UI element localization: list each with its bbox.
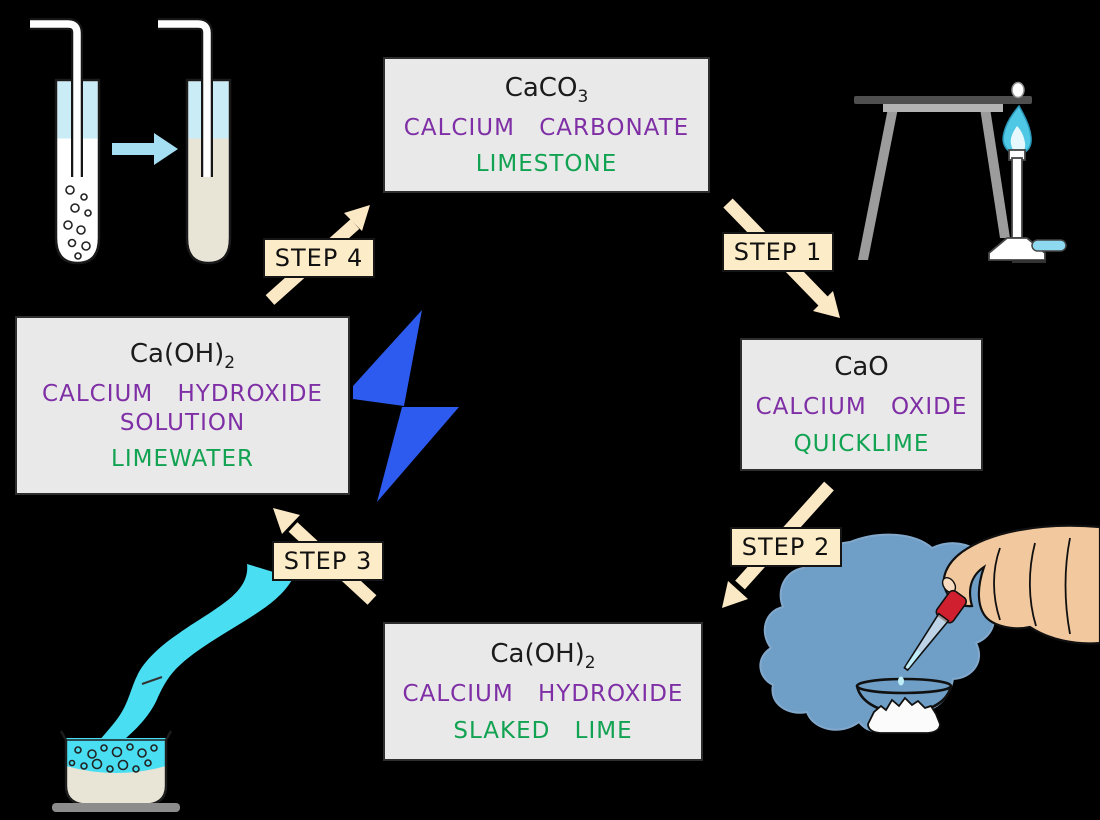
- formula: Ca(OH)2: [129, 338, 236, 373]
- common-name: LIMESTONE: [475, 151, 618, 178]
- bubbles: [68, 743, 158, 773]
- formula: Ca(OH)2: [490, 639, 596, 674]
- calcium-hydroxide-solution-box: Ca(OH)2 CALCIUM HYDROXIDE SOLUTION LIMEW…: [15, 316, 350, 495]
- dropper-icon: [903, 589, 967, 672]
- common-name: QUICKLIME: [793, 430, 930, 457]
- becomes-arrow-icon: [112, 133, 178, 165]
- chemical-name: CALCIUM HYDROXIDE SOLUTION: [42, 380, 323, 436]
- lightning-bolt-icon: [353, 310, 459, 502]
- formula: CaCO3: [504, 72, 589, 107]
- chemical-name: CALCIUM CARBONATE: [403, 114, 690, 141]
- step-3-label: STEP 3: [272, 541, 384, 581]
- formula: CaO: [834, 352, 889, 383]
- table-leg: [980, 108, 1010, 238]
- common-name: SLAKED LIME: [453, 717, 633, 744]
- bubbles: [63, 185, 92, 260]
- pouring-water-illustration: [52, 564, 293, 812]
- step-2-label: STEP 2: [730, 527, 842, 567]
- table-top: [854, 96, 1032, 104]
- table-leg: [858, 108, 898, 260]
- bunsen-burner-illustration: [854, 81, 1067, 263]
- gas-hose: [1031, 239, 1067, 252]
- step-1-label: STEP 1: [722, 232, 834, 272]
- calcium-hydroxide-box: Ca(OH)2 CALCIUM HYDROXIDE SLAKED LIME: [383, 622, 703, 761]
- quicklime-powder: [867, 696, 941, 734]
- common-name: LIMEWATER: [111, 446, 254, 473]
- table-shelf: [883, 103, 1003, 112]
- test-tubes-illustration: [30, 18, 232, 265]
- step-4-label: STEP 4: [263, 238, 375, 278]
- chemical-name: CALCIUM OXIDE: [755, 394, 968, 421]
- limestone-piece: [1011, 81, 1025, 99]
- dropper-hand-illustration: [759, 524, 1100, 734]
- hand: [942, 524, 1100, 645]
- dish-base: [52, 803, 180, 812]
- calcium-carbonate-box: CaCO3 CALCIUM CARBONATE LIMESTONE: [383, 57, 710, 193]
- calcium-oxide-box: CaO CALCIUM OXIDE QUICKLIME: [740, 338, 983, 471]
- burner-column: [1011, 157, 1023, 239]
- dish-liquid: [66, 738, 166, 773]
- water-drop: [898, 676, 904, 686]
- chemical-name: CALCIUM HYDROXIDE: [402, 681, 684, 708]
- water-stream: [98, 564, 293, 746]
